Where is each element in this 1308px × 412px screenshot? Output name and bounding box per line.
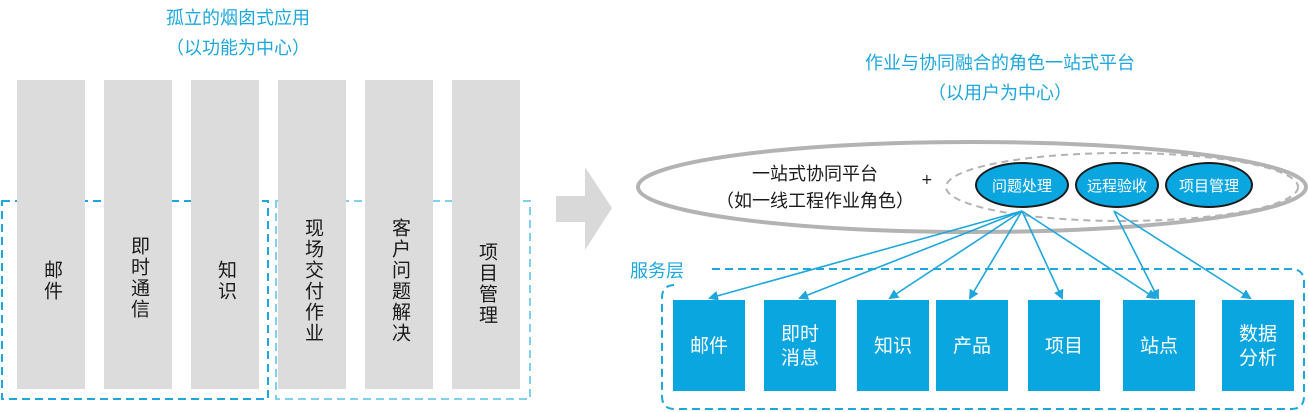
service-box-im: 即时 消息 (764, 300, 836, 391)
platform-example: （如一线工程作业角色） (716, 191, 914, 212)
service-box-project: 项目 (1028, 300, 1100, 391)
left-group-frame-2 (275, 200, 531, 400)
service-label: 项目 (1044, 334, 1083, 357)
service-box-data-analysis: 数据 分析 (1222, 300, 1294, 391)
service-label: 即时 消息 (780, 322, 819, 369)
function-bar: 知识 (191, 80, 259, 389)
platform-name: 一站式协同平台 (752, 164, 878, 185)
function-bar-label: 项目管理 (476, 242, 498, 326)
role-pill-remote-acceptance: 远程验收 (1075, 162, 1159, 208)
connector (1021, 210, 1064, 300)
service-label: 数据 分析 (1238, 322, 1277, 369)
role-pill-issue-handling: 问题处理 (975, 162, 1069, 208)
role-pill-project-management: 项目管理 (1165, 162, 1253, 208)
service-label: 产品 (952, 334, 991, 357)
service-layer-frame (661, 268, 1305, 410)
function-bar-label: 邮件 (41, 260, 63, 302)
function-bar: 现场交付作业 (278, 80, 346, 389)
function-bar-label: 知识 (215, 260, 237, 302)
connector (968, 210, 1023, 300)
function-bar: 邮件 (17, 80, 85, 389)
transition-arrow (556, 167, 612, 250)
plus-sign: + (921, 172, 933, 188)
connector (1113, 210, 1159, 300)
service-layer-label: 服务层 (626, 257, 688, 283)
function-bar-label: 现场交付作业 (302, 218, 324, 344)
roles-dashed-ellipse (945, 152, 1299, 222)
function-bar: 客户问题解决 (365, 80, 433, 389)
function-bar: 即时通信 (104, 80, 172, 389)
service-label: 邮件 (689, 334, 728, 357)
service-box-mail: 邮件 (673, 300, 745, 391)
function-bar-label: 客户问题解决 (389, 218, 411, 344)
left-subtitle: （以功能为中心） (166, 38, 310, 59)
function-bar-label: 即时通信 (128, 236, 150, 320)
service-box-knowledge: 知识 (857, 300, 929, 391)
right-subtitle: （以用户为中心） (928, 83, 1072, 104)
service-box-product: 产品 (936, 300, 1008, 391)
connector (708, 210, 1023, 301)
connector (798, 210, 1023, 300)
service-label: 知识 (873, 334, 912, 357)
function-bar: 项目管理 (452, 80, 520, 389)
left-title: 孤立的烟囱式应用 (166, 8, 310, 29)
connector (1113, 210, 1252, 300)
right-title: 作业与协同融合的角色一站式平台 (865, 53, 1135, 74)
service-label: 站点 (1139, 334, 1178, 357)
service-box-site: 站点 (1123, 300, 1195, 391)
connector (888, 210, 1023, 300)
connector (1021, 210, 1157, 300)
